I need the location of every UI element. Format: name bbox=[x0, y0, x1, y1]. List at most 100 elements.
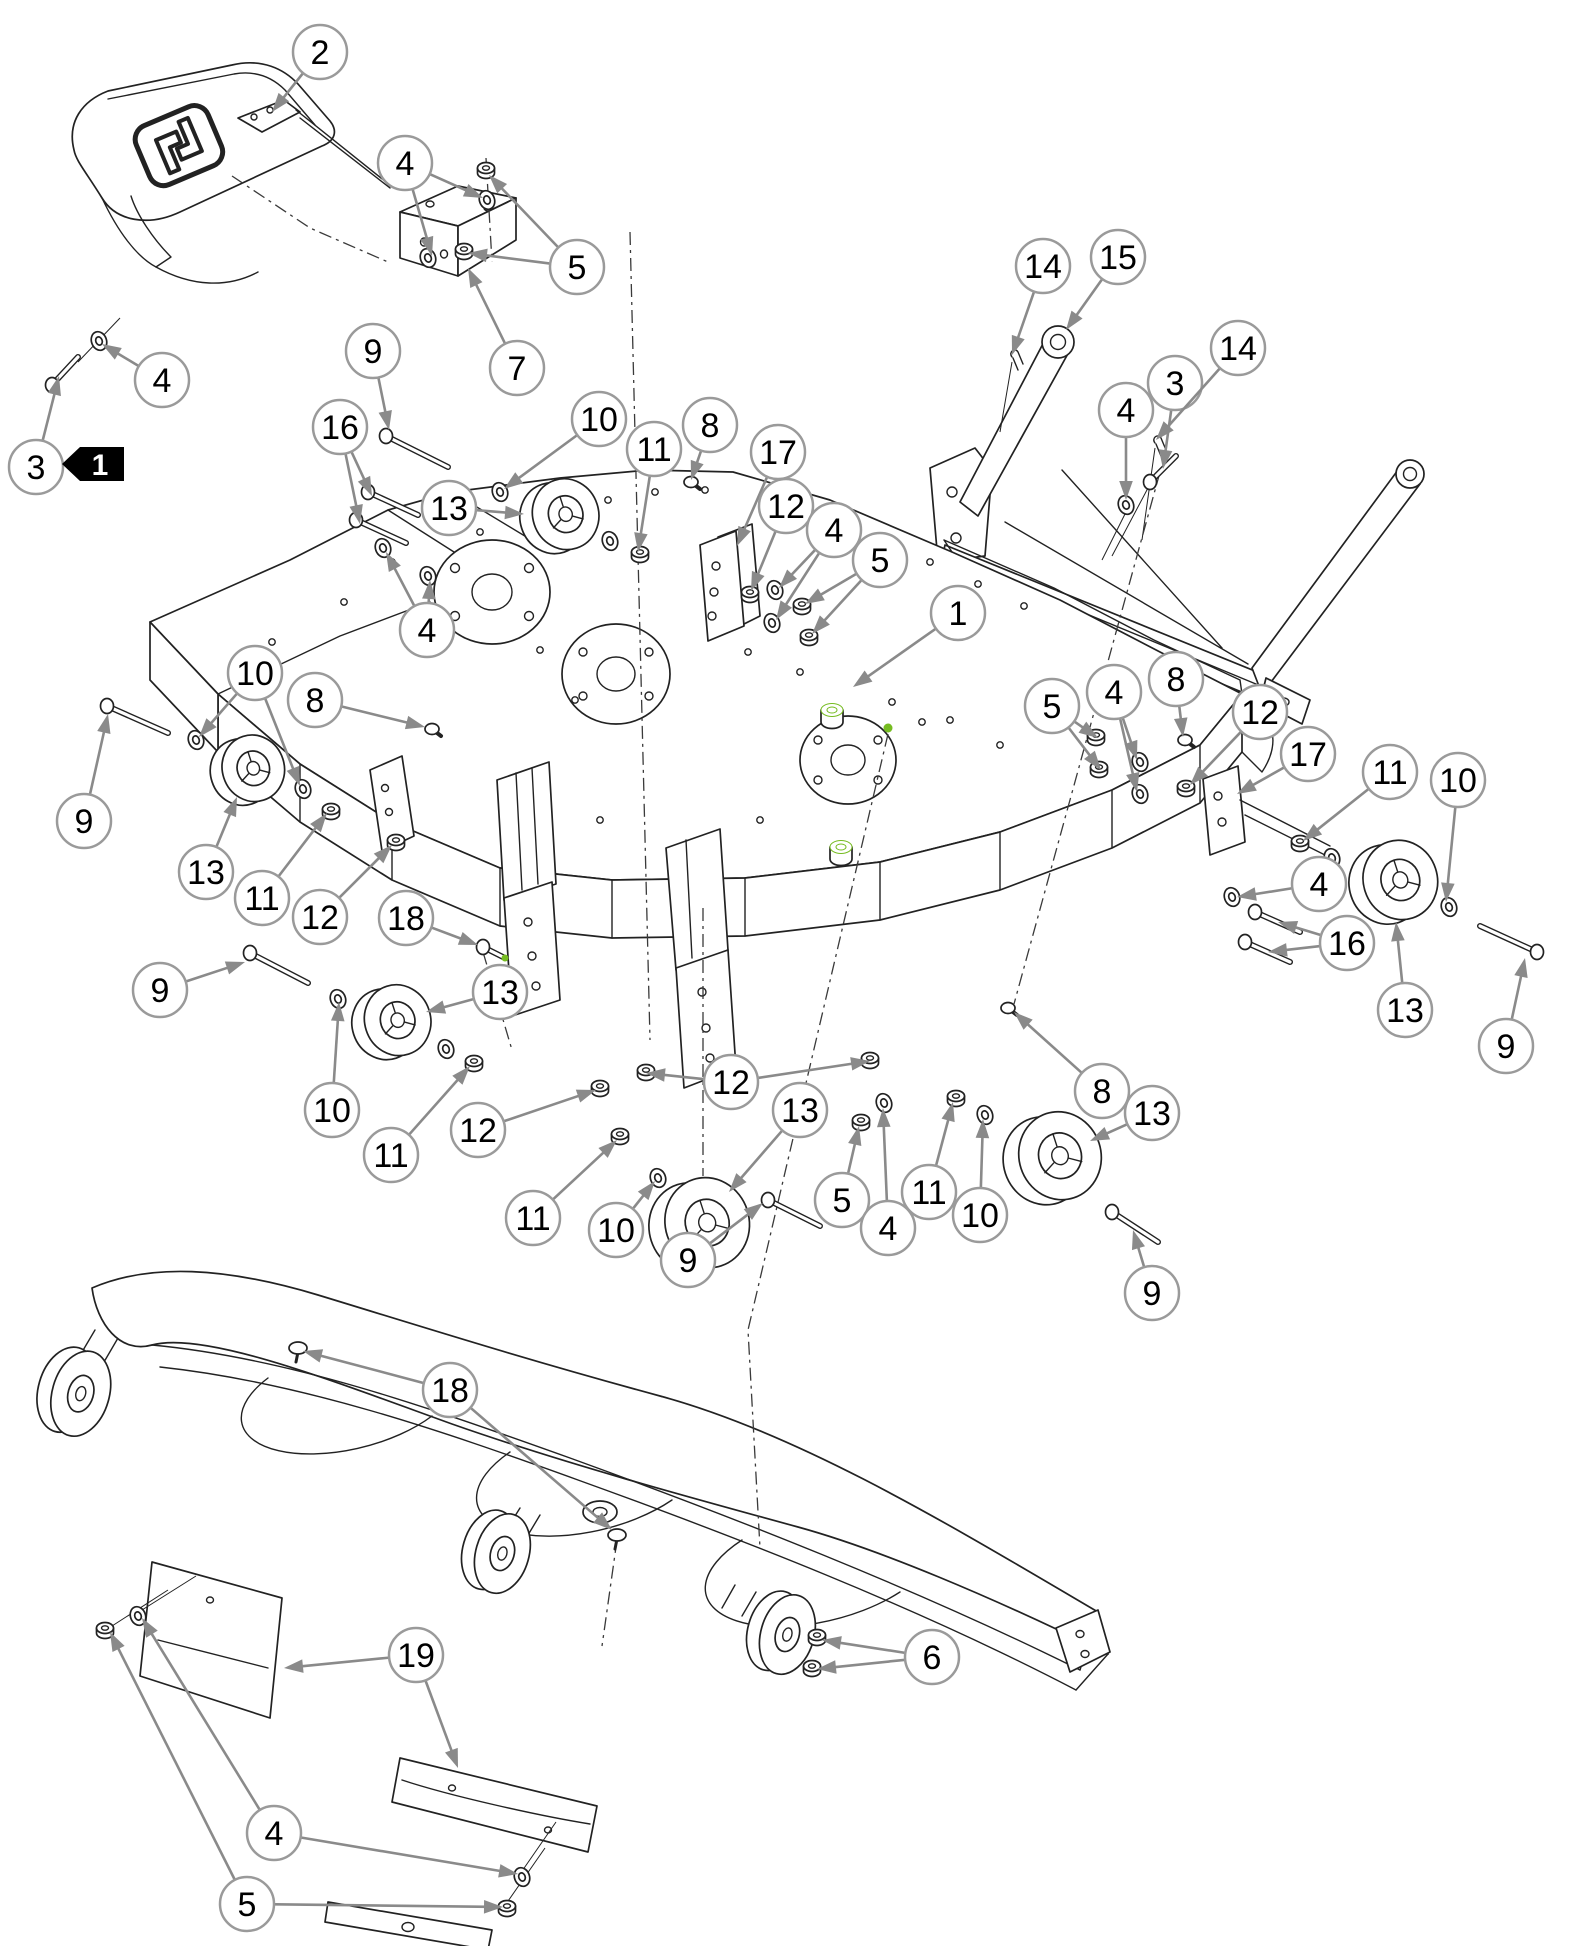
arrowhead-icon bbox=[286, 765, 300, 786]
callout-12: 12 bbox=[449, 1089, 596, 1159]
leader-arrow bbox=[207, 693, 238, 727]
leader-arrow bbox=[821, 579, 863, 624]
arrowhead-icon bbox=[737, 525, 751, 546]
svg-text:5: 5 bbox=[1043, 688, 1062, 726]
callout-2: 2 bbox=[272, 23, 349, 112]
callout-3: 3 bbox=[7, 376, 65, 496]
leader-arrow bbox=[1165, 368, 1221, 430]
washer-icon bbox=[478, 189, 496, 211]
callout-8: 8 bbox=[681, 396, 739, 480]
callout-11: 11 bbox=[900, 1102, 958, 1221]
leader-arrow bbox=[1119, 718, 1135, 778]
callout-17: 17 bbox=[1237, 725, 1337, 794]
arrowhead-icon bbox=[404, 715, 425, 730]
nut-icon bbox=[630, 545, 650, 564]
bolt-icon bbox=[378, 427, 451, 470]
arrowhead-icon bbox=[330, 1002, 345, 1022]
callout-9: 9 bbox=[1477, 958, 1535, 1075]
callout-8: 8 bbox=[286, 671, 425, 730]
leader-arrow bbox=[1396, 936, 1404, 983]
nut-icon bbox=[95, 1621, 115, 1640]
mower-deck-bottom-view bbox=[81, 1270, 1111, 1946]
leader-arrow bbox=[41, 390, 57, 441]
arrowhead-icon bbox=[349, 504, 363, 524]
arrowhead-icon bbox=[142, 1618, 158, 1638]
leader-arrow bbox=[301, 1836, 504, 1873]
carriage-bolt-icon bbox=[1000, 1001, 1019, 1017]
arrowhead-icon bbox=[373, 845, 392, 864]
svg-text:11: 11 bbox=[911, 1174, 946, 1212]
nut-icon bbox=[802, 1659, 822, 1678]
arrowhead-icon bbox=[1131, 1230, 1145, 1251]
callout-16: 16 bbox=[311, 398, 372, 524]
arrowhead-icon bbox=[357, 475, 372, 496]
callout-13: 13 bbox=[420, 479, 524, 537]
nut-icon bbox=[321, 802, 341, 821]
leader-arrow bbox=[430, 173, 470, 194]
arrowhead-icon bbox=[1278, 921, 1299, 935]
leader-arrow bbox=[660, 1073, 704, 1081]
svg-text:9: 9 bbox=[364, 333, 383, 371]
arrowhead-icon bbox=[634, 532, 648, 552]
svg-text:4: 4 bbox=[418, 612, 437, 650]
svg-text:4: 4 bbox=[1310, 866, 1329, 904]
leader-arrow bbox=[934, 1116, 951, 1166]
black-reference-tag: 1 bbox=[62, 447, 124, 482]
arrowhead-icon bbox=[378, 410, 392, 430]
svg-text:13: 13 bbox=[187, 854, 225, 892]
leader-arrow bbox=[88, 728, 106, 794]
baffle-plate bbox=[139, 1561, 283, 1719]
callout-10: 10 bbox=[303, 1002, 361, 1139]
arrowhead-icon bbox=[483, 1899, 503, 1914]
svg-text:10: 10 bbox=[597, 1212, 635, 1250]
leader-arrow bbox=[1446, 807, 1457, 888]
callout-4: 4 bbox=[859, 1108, 917, 1257]
callout-13: 13 bbox=[1376, 922, 1434, 1039]
callout-13: 13 bbox=[177, 797, 237, 901]
leader-arrow bbox=[408, 1076, 462, 1135]
arrowhead-icon bbox=[457, 931, 478, 945]
nut-icon bbox=[851, 1113, 871, 1132]
bolt-icon bbox=[99, 697, 171, 736]
svg-text:18: 18 bbox=[387, 900, 425, 938]
bolt-icon bbox=[1477, 923, 1545, 961]
svg-text:4: 4 bbox=[1117, 392, 1136, 430]
arrowhead-icon bbox=[468, 248, 488, 263]
arrowhead-icon bbox=[805, 588, 825, 604]
arrowhead-icon bbox=[646, 1068, 666, 1082]
svg-text:4: 4 bbox=[265, 1815, 284, 1853]
callout-11: 11 bbox=[504, 1140, 617, 1247]
svg-text:13: 13 bbox=[1386, 992, 1424, 1030]
mower-blade bbox=[324, 1901, 493, 1946]
arrowhead-icon bbox=[110, 1632, 125, 1653]
bolt-icon bbox=[1142, 453, 1179, 491]
arrowhead-icon bbox=[1237, 887, 1257, 901]
arrowhead-icon bbox=[1158, 449, 1173, 469]
arrowhead-icon bbox=[1391, 922, 1405, 942]
leader-arrow bbox=[341, 705, 411, 725]
nut-icon bbox=[807, 1628, 827, 1647]
hardware-layer bbox=[36, 161, 1545, 1918]
leader-arrow bbox=[431, 926, 465, 941]
svg-text:4: 4 bbox=[1105, 674, 1124, 712]
leader-arrow bbox=[831, 1658, 905, 1669]
nut-icon bbox=[1290, 834, 1310, 853]
svg-text:11: 11 bbox=[244, 880, 279, 918]
svg-text:1: 1 bbox=[949, 595, 968, 633]
callout-4: 4 bbox=[776, 501, 863, 620]
callout-4: 4 bbox=[102, 344, 191, 409]
arrowhead-icon bbox=[1124, 739, 1138, 760]
svg-text:3: 3 bbox=[1166, 365, 1185, 403]
leader-arrow bbox=[1103, 1123, 1128, 1137]
leader-arrow bbox=[1024, 1021, 1083, 1074]
leader-arrow bbox=[332, 1016, 340, 1083]
callout-16: 16 bbox=[1268, 914, 1376, 972]
leader-arrow bbox=[758, 1061, 856, 1080]
svg-text:12: 12 bbox=[767, 488, 805, 526]
callout-10: 10 bbox=[587, 1181, 655, 1259]
cap-plug-icon bbox=[288, 1341, 308, 1364]
arrowhead-icon bbox=[1119, 481, 1133, 500]
leader-arrow bbox=[440, 998, 474, 1010]
gauge-wheel bbox=[1002, 1110, 1103, 1206]
discharge-cover bbox=[71, 61, 391, 363]
